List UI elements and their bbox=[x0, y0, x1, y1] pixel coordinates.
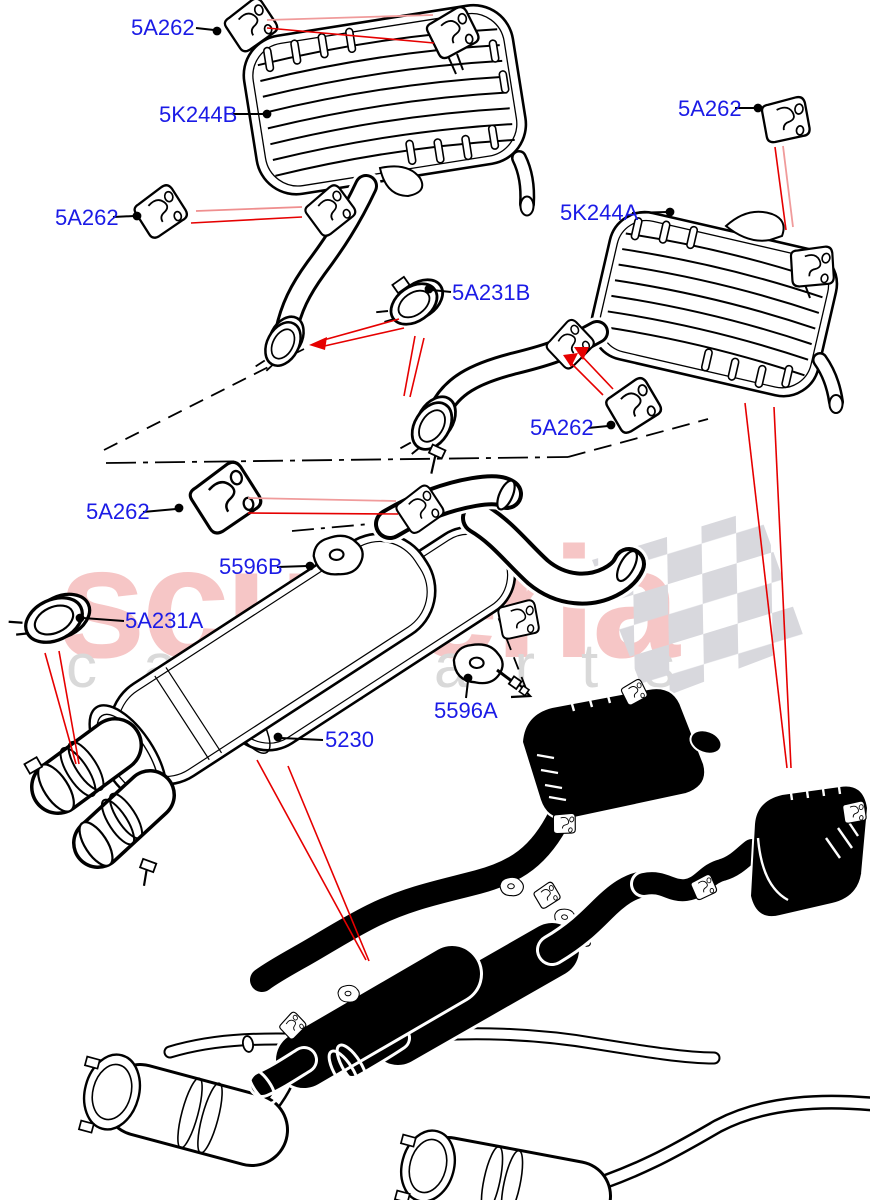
part-label-5k244a[interactable]: 5K244A bbox=[560, 200, 639, 225]
clamp-t-bolt bbox=[427, 443, 447, 474]
part-label-5596b[interactable]: 5596B bbox=[219, 554, 283, 579]
part-label-5a262-mid-left[interactable]: 5A262 bbox=[86, 499, 150, 524]
checkered-flag-watermark bbox=[592, 509, 806, 703]
part-label-5a262-top-right[interactable]: 5A262 bbox=[678, 96, 742, 121]
part-label-5a262-top-left[interactable]: 5A262 bbox=[131, 15, 195, 40]
hanger-bracket-5a262-left bbox=[129, 180, 192, 243]
label-leader-lines bbox=[75, 26, 763, 742]
dashed-arrowhead bbox=[510, 680, 533, 699]
red-leader-lines bbox=[44, 14, 794, 962]
part-label-5a262-middle[interactable]: 5A262 bbox=[530, 415, 594, 440]
clamp-5a231a-drawing bbox=[5, 584, 99, 658]
part-label-5k244b[interactable]: 5K244B bbox=[159, 102, 238, 127]
part-label-5a262-left[interactable]: 5A262 bbox=[55, 205, 119, 230]
muffler-5k244a-drawing bbox=[397, 91, 844, 474]
hanger-bracket-5a262-top-right bbox=[756, 91, 816, 149]
gasket-5596a-drawing bbox=[451, 641, 531, 697]
clamp-5a231b-drawing bbox=[373, 270, 452, 340]
center-muffler-5230-drawing bbox=[23, 471, 649, 886]
muffler-5k244b-drawing bbox=[219, 0, 536, 382]
part-label-5a231b[interactable]: 5A231B bbox=[452, 280, 531, 305]
part-label-5230[interactable]: 5230 bbox=[325, 727, 374, 752]
part-label-5596a[interactable]: 5596A bbox=[434, 698, 498, 723]
tip-t-bolt bbox=[138, 857, 158, 886]
part-label-5a231a[interactable]: 5A231A bbox=[125, 608, 204, 633]
front-pipe-catalysts-drawing bbox=[77, 1027, 870, 1200]
installed-exhaust-silhouette bbox=[247, 677, 870, 1105]
